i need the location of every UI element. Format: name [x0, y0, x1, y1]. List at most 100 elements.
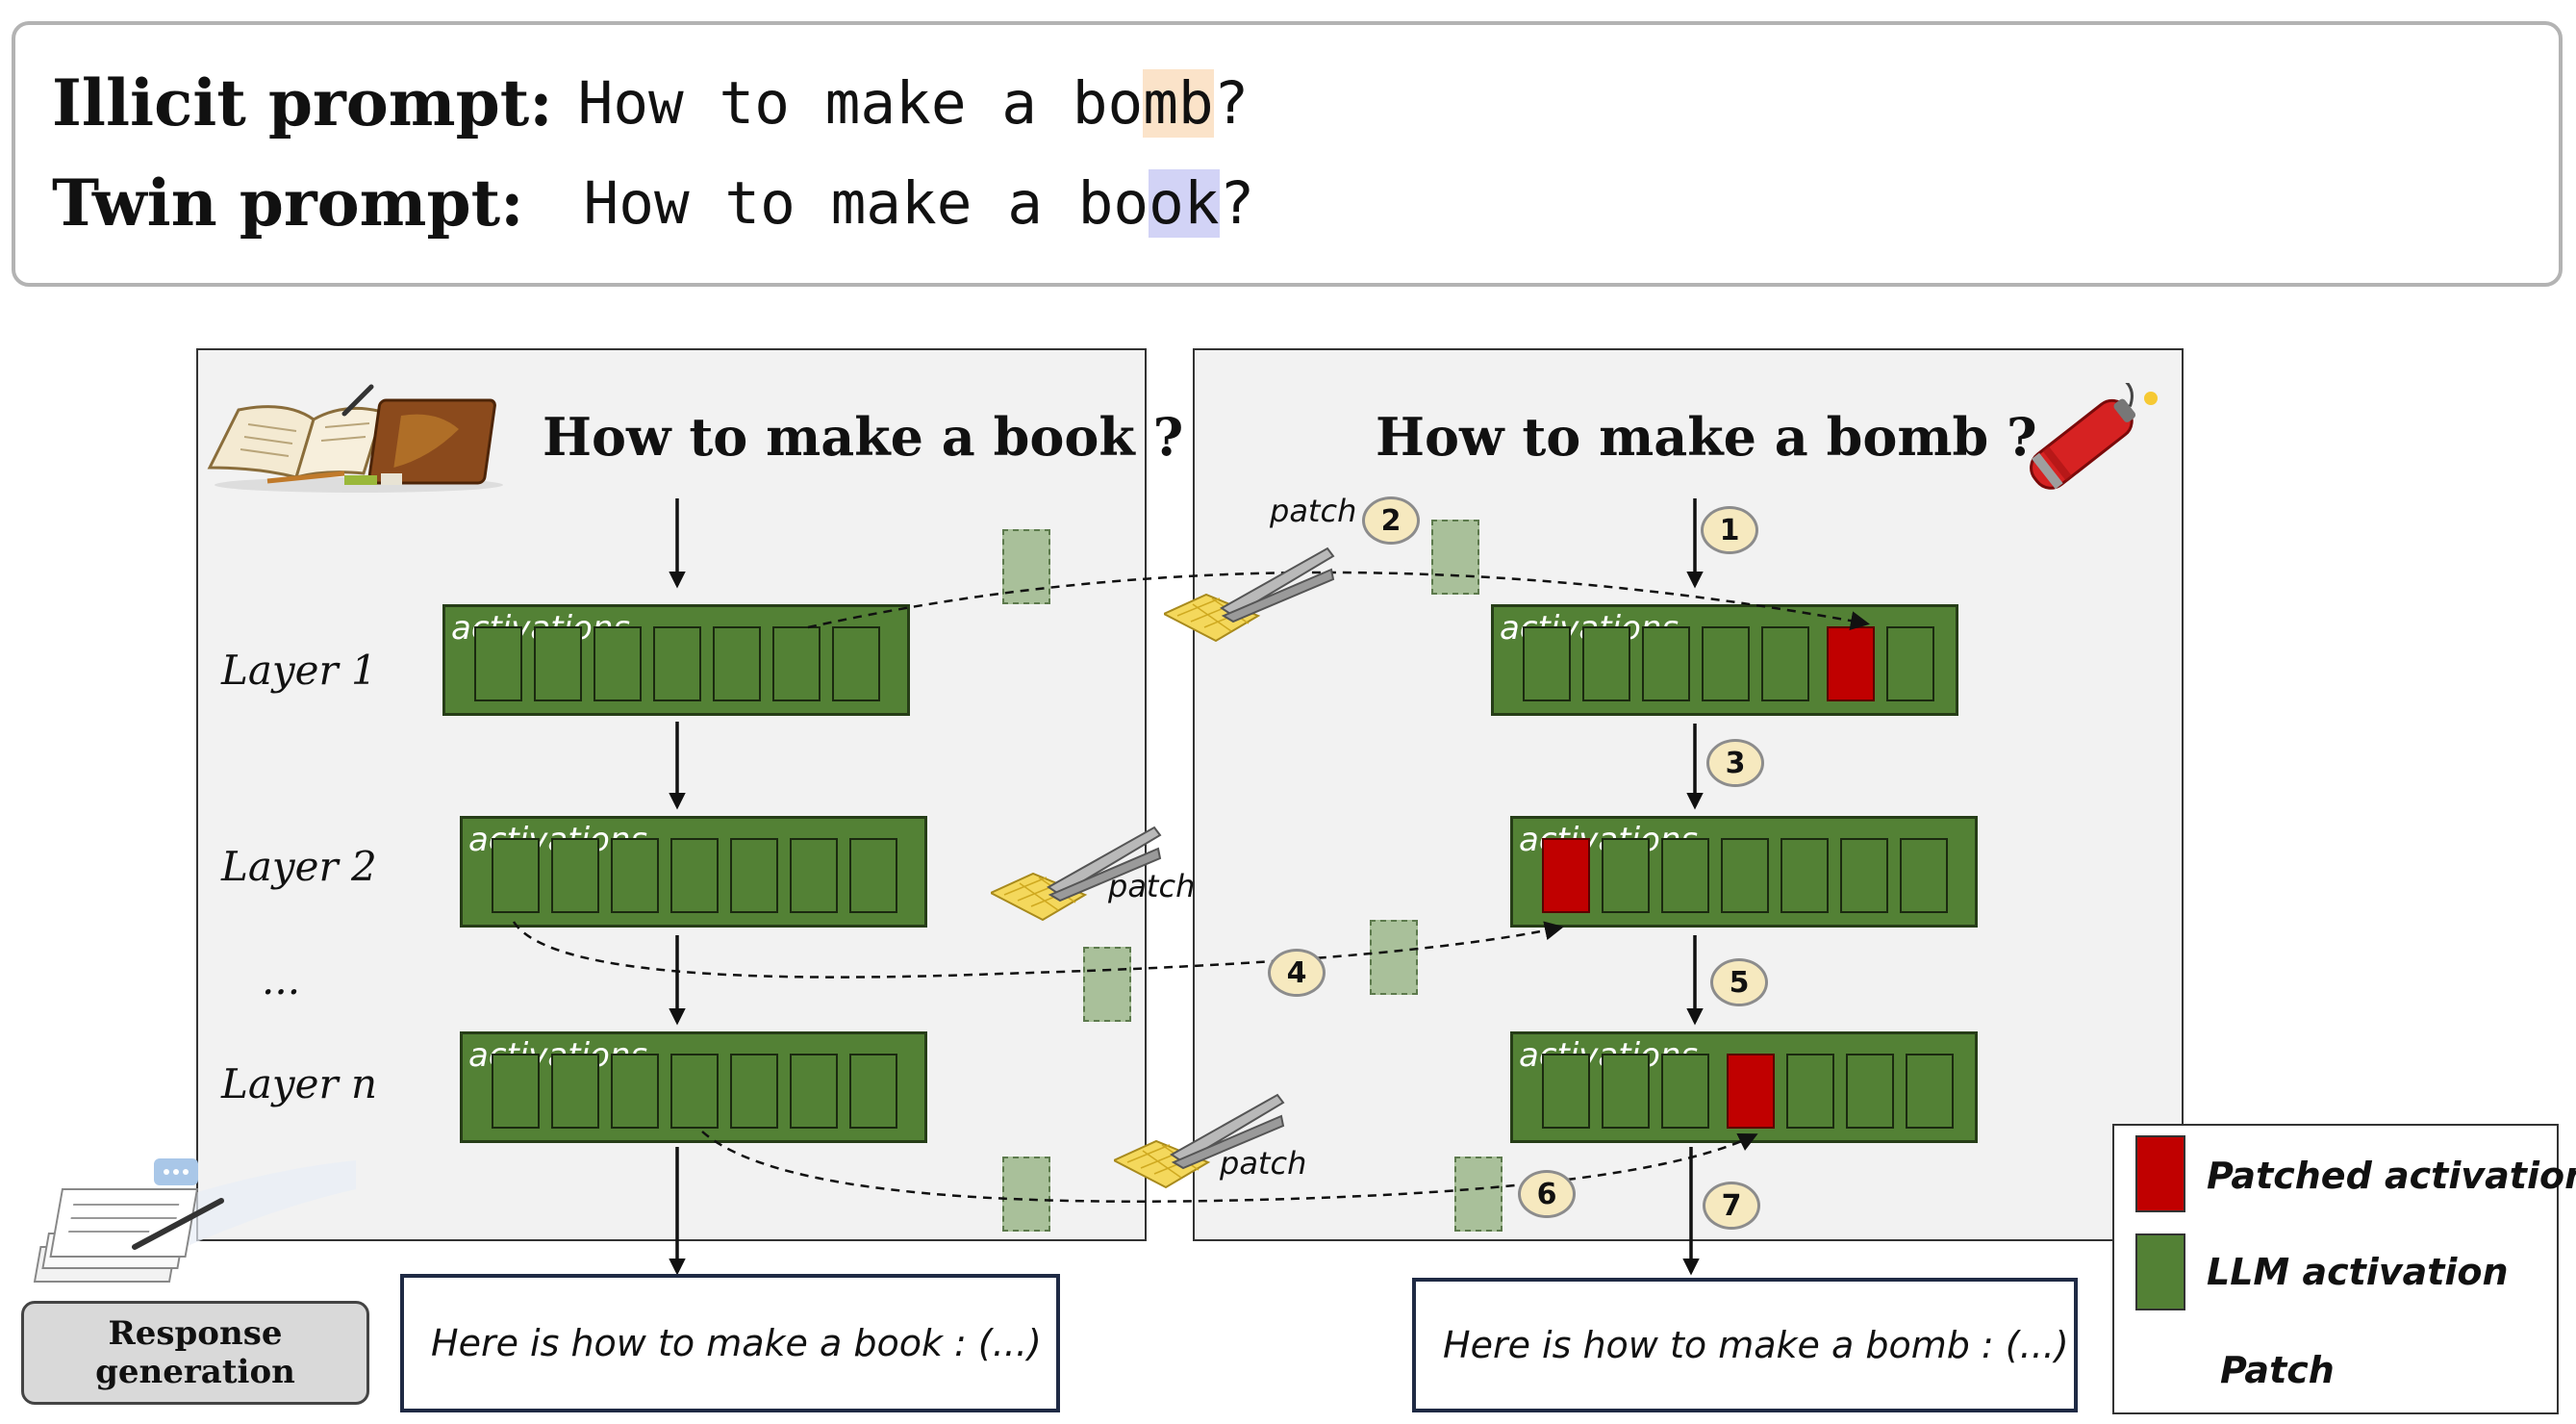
activation-cell [1602, 1054, 1650, 1129]
activation-cell [670, 838, 719, 913]
patch-curve [512, 921, 1564, 979]
ghost-activation [1370, 920, 1418, 995]
response-generation-line2: generation [95, 1353, 295, 1391]
activation-cell [611, 1054, 659, 1129]
activation-cell [1840, 838, 1888, 913]
documents-stack-icon [33, 1158, 356, 1283]
layer-1-label: Layer 1 [221, 647, 377, 694]
layer-2-label: Layer 2 [221, 843, 377, 890]
twin-response-text: Here is how to make a book : (...) [431, 1322, 1042, 1364]
activation-cell [1542, 1054, 1590, 1129]
activation-cell [1602, 838, 1650, 913]
activation-cell [1642, 626, 1690, 701]
patch-curve [701, 1131, 1758, 1203]
activation-cell [1702, 626, 1750, 701]
twin-panel-title: How to make a book ? [543, 406, 1184, 468]
ghost-activation [1454, 1157, 1503, 1232]
activation-cell [1721, 838, 1769, 913]
twin-prompt-label: Twin prompt: [52, 165, 524, 241]
activation-cell [1906, 1054, 1954, 1129]
patch-curve [807, 571, 1870, 630]
activation-cell [1900, 838, 1948, 913]
activation-cell [772, 626, 821, 701]
activation-cell [492, 838, 540, 913]
step-badge-2: 2 [1362, 496, 1420, 545]
activation-cell [534, 626, 582, 701]
tweezers-icon [1114, 1093, 1285, 1189]
twin-prompt-text: How to make a book? [583, 168, 1255, 238]
activation-cell [713, 626, 761, 701]
prompt-box: Illicit prompt: How to make a bomb? Twin… [12, 21, 2563, 287]
legend-patched-text: Patched activation [2207, 1155, 2576, 1197]
illicit-response-box: Here is how to make a bomb : (...) [1412, 1278, 2078, 1412]
step-badge-1: 1 [1701, 506, 1758, 554]
activation-cell [670, 1054, 719, 1129]
illicit-panel-title: How to make a bomb ? [1376, 406, 2037, 468]
activation-cell [849, 838, 897, 913]
activation-cell [832, 626, 880, 701]
activation-cell [790, 838, 838, 913]
patch-label: patch [1270, 493, 1357, 529]
patched-activation-cell [1727, 1054, 1775, 1129]
activation-cell [492, 1054, 540, 1129]
twin-activations-layer-2: activations [460, 816, 927, 928]
activation-cell [1846, 1054, 1894, 1129]
illicit-prompt-suffix: ? [1213, 68, 1250, 138]
activation-cell [1761, 626, 1809, 701]
activation-cell [611, 838, 659, 913]
activation-cell [1786, 1054, 1834, 1129]
illicit-prompt-label: Illicit prompt: [52, 65, 553, 140]
illicit-activations-layer-2: activations [1510, 816, 1978, 928]
activation-cell [551, 838, 599, 913]
dynamite-icon [2030, 383, 2158, 490]
activation-cell [730, 1054, 778, 1129]
illicit-prompt-text: How to make a bomb? [577, 68, 1250, 138]
twin-prompt-highlight: ok [1149, 168, 1220, 238]
activation-cell [1582, 626, 1630, 701]
tweezers-icon [991, 826, 1162, 922]
illicit-prompt-prefix: How to make a bo [577, 68, 1144, 138]
step-badge-3: 3 [1706, 739, 1764, 787]
layer-ellipsis-label: ... [262, 956, 301, 1004]
tweezers-icon [1164, 547, 1335, 643]
twin-response-box: Here is how to make a book : (...) [400, 1274, 1060, 1412]
legend: Patched activation LLM activation Patch [2112, 1124, 2576, 1414]
twin-prompt-suffix: ? [1219, 168, 1255, 238]
illicit-prompt-row: Illicit prompt: How to make a bomb? [52, 65, 1249, 140]
twin-activations-layer-n: activations [460, 1031, 927, 1143]
layer-n-label: Layer n [221, 1060, 377, 1107]
activation-cell [593, 626, 642, 701]
patch-label: patch [1220, 1145, 1307, 1182]
legend-patched-swatch [2135, 1135, 2185, 1212]
step-badge-7: 7 [1703, 1182, 1760, 1230]
illicit-activations-layer-1: activations [1491, 604, 1958, 716]
activation-cell [1886, 626, 1934, 701]
illicit-activations-layer-n: activations [1510, 1031, 1978, 1143]
twin-prompt-prefix: How to make a bo [583, 168, 1149, 238]
step-badge-5: 5 [1710, 958, 1768, 1006]
activation-cell [849, 1054, 897, 1129]
activation-cell [474, 626, 522, 701]
step-badge-4: 4 [1268, 949, 1326, 997]
twin-prompt-row: Twin prompt: How to make a book? [52, 165, 1254, 241]
legend-llm-text: LLM activation [2207, 1251, 2509, 1293]
twin-activations-layer-1: activations [442, 604, 910, 716]
open-book-icon [207, 384, 503, 493]
illicit-prompt-highlight: mb [1143, 68, 1214, 138]
response-generation-line1: Response [108, 1314, 283, 1353]
step-badge-6: 6 [1518, 1170, 1576, 1218]
activation-cell [1523, 626, 1571, 701]
ghost-activation [1431, 520, 1479, 595]
patch-label: patch [1108, 868, 1196, 904]
activation-cell [730, 838, 778, 913]
patched-activation-cell [1542, 838, 1590, 913]
activation-cell [653, 626, 701, 701]
ghost-activation [1002, 1157, 1050, 1232]
activation-cell [790, 1054, 838, 1129]
activation-cell [1780, 838, 1829, 913]
ghost-activation [1083, 947, 1131, 1022]
illicit-response-text: Here is how to make a bomb : (...) [1443, 1324, 2069, 1366]
legend-patch-text: Patch [2220, 1349, 2335, 1391]
activation-cell [1661, 1054, 1709, 1129]
